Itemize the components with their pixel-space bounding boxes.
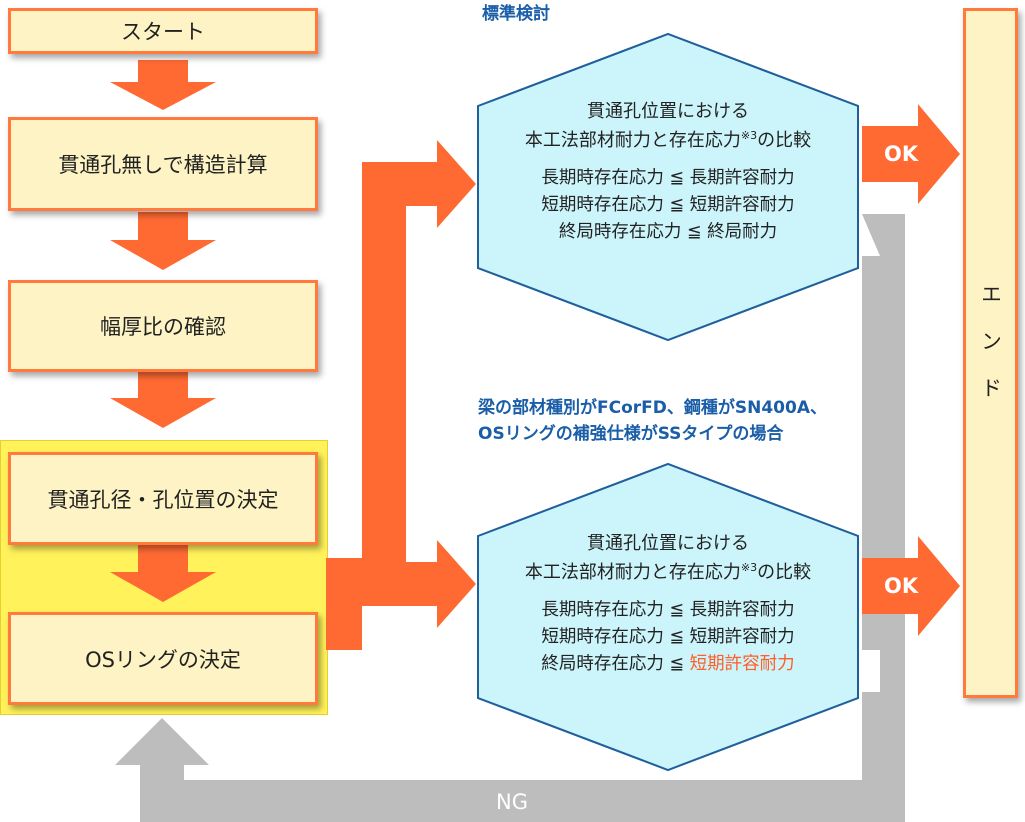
arrow-ratio-to-hole <box>110 372 216 428</box>
arrow-start-to-calc <box>110 60 216 110</box>
bottom-condition-short: 短期時存在応力 ≦ 短期許容耐力 <box>541 626 795 647</box>
ok-arrow-bottom <box>862 536 960 636</box>
arrow-calc-to-ratio <box>110 212 216 270</box>
top-check-text: 貫通孔位置における 本工法部材耐力と存在応力※3の比較 長期時存在応力 ≦ 長期… <box>480 98 856 246</box>
standard-check-heading: 標準検討 <box>482 4 550 24</box>
bottom-condition-long: 長期時存在応力 ≦ 長期許容耐力 <box>541 599 795 620</box>
arrow-hole-to-ring <box>110 545 216 602</box>
bottom-check-text: 貫通孔位置における 本工法部材耐力と存在応力※3の比較 長期時存在応力 ≦ 長期… <box>480 530 856 678</box>
end-label: エンド <box>978 282 1003 424</box>
top-condition-short: 短期時存在応力 ≦ 短期許容耐力 <box>541 194 795 215</box>
top-condition-long: 長期時存在応力 ≦ 長期許容耐力 <box>541 167 795 188</box>
top-check-title-line1: 貫通孔位置における <box>587 101 749 122</box>
arrow-branch-to-checks <box>326 140 476 650</box>
special-case-heading-line1: 梁の部材種別がFCorFD、鋼種がSN400A、 <box>478 398 827 418</box>
top-condition-ultimate: 終局時存在応力 ≦ 終局耐力 <box>558 221 778 242</box>
check-hexagon-bottom <box>477 462 859 772</box>
top-note-ref: ※3 <box>740 128 758 142</box>
short-term-allowable-highlight: 短期許容耐力 <box>689 653 795 674</box>
hole-decision-box: 貫通孔径・孔位置の決定 <box>8 452 318 545</box>
start-label: スタート <box>121 20 205 44</box>
os-ring-decision-box: OSリングの決定 <box>8 612 318 705</box>
structural-calc-label: 貫通孔無しで構造計算 <box>58 153 268 177</box>
os-ring-decision-label: OSリングの決定 <box>85 647 241 672</box>
ng-feedback-loop <box>115 214 905 822</box>
top-check-title-line2: 本工法部材耐力と存在応力※3の比較 <box>524 128 812 151</box>
hole-decision-label: 貫通孔径・孔位置の決定 <box>47 487 279 512</box>
ok-label-bottom: OK <box>884 574 919 598</box>
start-box: スタート <box>8 8 318 54</box>
width-thickness-box: 幅厚比の確認 <box>8 280 318 372</box>
bottom-check-title-line1: 貫通孔位置における <box>587 533 749 554</box>
ok-arrow-top <box>862 104 960 204</box>
width-thickness-label: 幅厚比の確認 <box>100 315 226 339</box>
structural-calc-box: 貫通孔無しで構造計算 <box>8 117 318 211</box>
end-box: エンド <box>963 8 1018 698</box>
bottom-check-title-line2: 本工法部材耐力と存在応力※3の比較 <box>524 560 812 583</box>
bottom-note-ref: ※3 <box>740 560 758 574</box>
ok-label-top: OK <box>884 142 919 166</box>
check-hexagon-top <box>477 32 859 342</box>
special-case-heading: 梁の部材種別がFCorFD、鋼種がSN400A、 OSリングの補強仕様がSSタイ… <box>478 396 827 447</box>
special-case-heading-line2: OSリングの補強仕様がSSタイプの場合 <box>478 423 784 444</box>
ng-label: NG <box>496 790 528 814</box>
bottom-condition-ultimate: 終局時存在応力 ≦ 短期許容耐力 <box>541 653 795 674</box>
